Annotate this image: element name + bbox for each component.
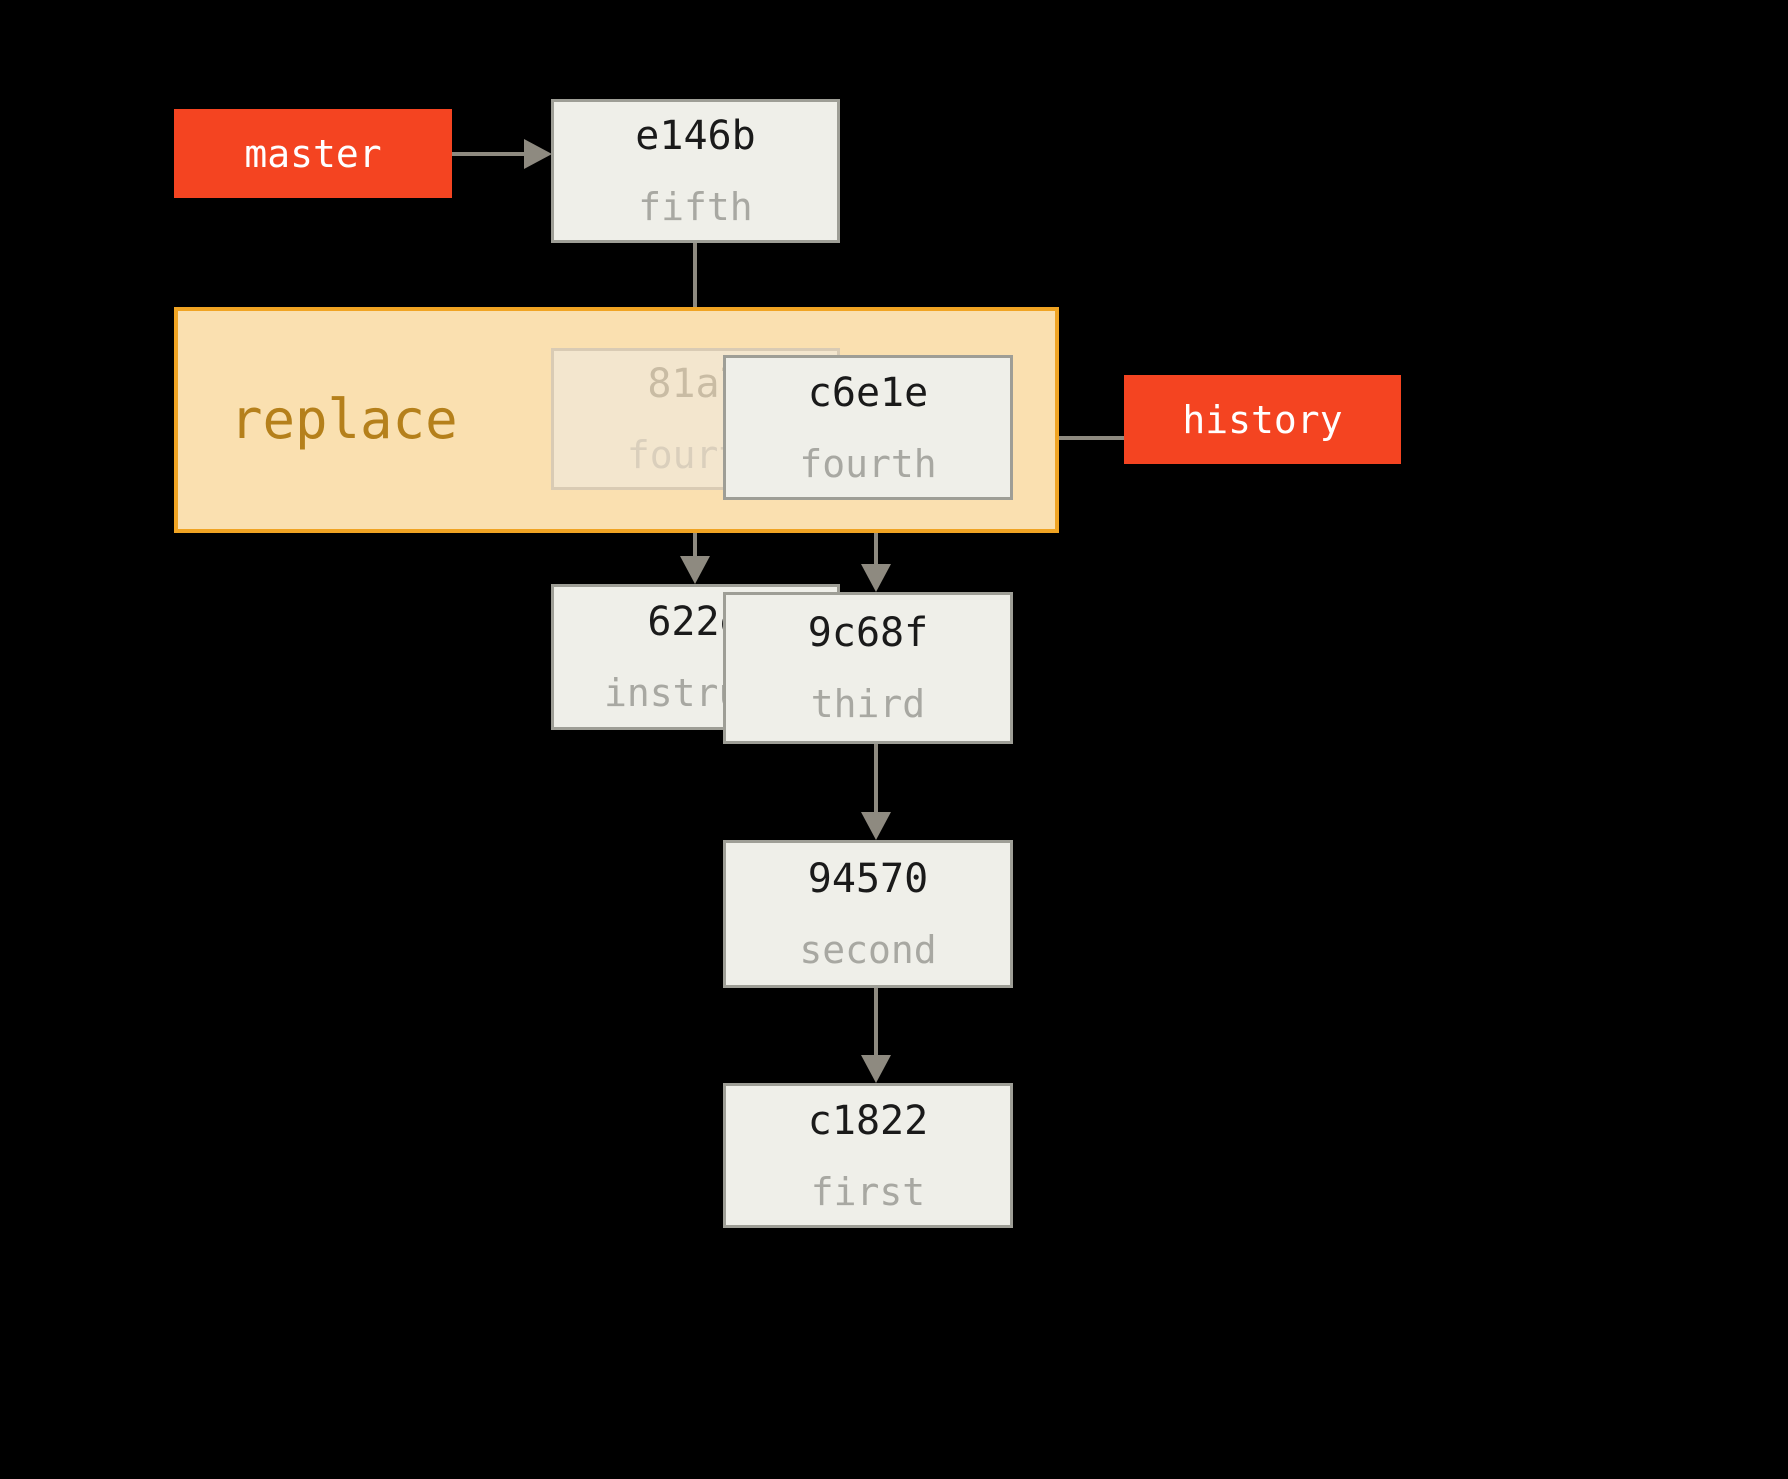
edge-94570-to-c1822 xyxy=(861,988,891,1083)
commit-sha: e146b xyxy=(635,113,756,159)
commit-sha: 9c68f xyxy=(807,610,929,656)
commit-sha: 94570 xyxy=(807,856,929,902)
edge-9c68f-to-94570 xyxy=(861,744,891,840)
commit-node-94570[interactable]: 94570 second xyxy=(723,840,1013,988)
commit-sha: c1822 xyxy=(807,1097,929,1144)
replace-group-label: replace xyxy=(230,388,458,451)
commit-sha: c6e1e xyxy=(807,369,929,416)
commit-node-c6e1e[interactable]: c6e1e fourth xyxy=(723,355,1013,500)
commit-node-e146b[interactable]: e146b fifth xyxy=(551,99,840,243)
ref-label-master[interactable]: master xyxy=(174,109,452,198)
commit-message: fourth xyxy=(799,441,937,486)
commit-message: second xyxy=(799,928,937,972)
commit-node-9c68f[interactable]: 9c68f third xyxy=(723,592,1013,744)
ref-label-master-text: master xyxy=(244,131,382,176)
commit-node-c1822[interactable]: c1822 first xyxy=(723,1083,1013,1228)
ref-label-history[interactable]: history xyxy=(1124,375,1401,464)
commit-message: fifth xyxy=(638,185,753,229)
commit-message: first xyxy=(810,1169,926,1214)
ref-label-history-text: history xyxy=(1182,397,1343,442)
edge-master-to-e146b xyxy=(452,139,552,169)
commit-message: third xyxy=(810,682,926,726)
